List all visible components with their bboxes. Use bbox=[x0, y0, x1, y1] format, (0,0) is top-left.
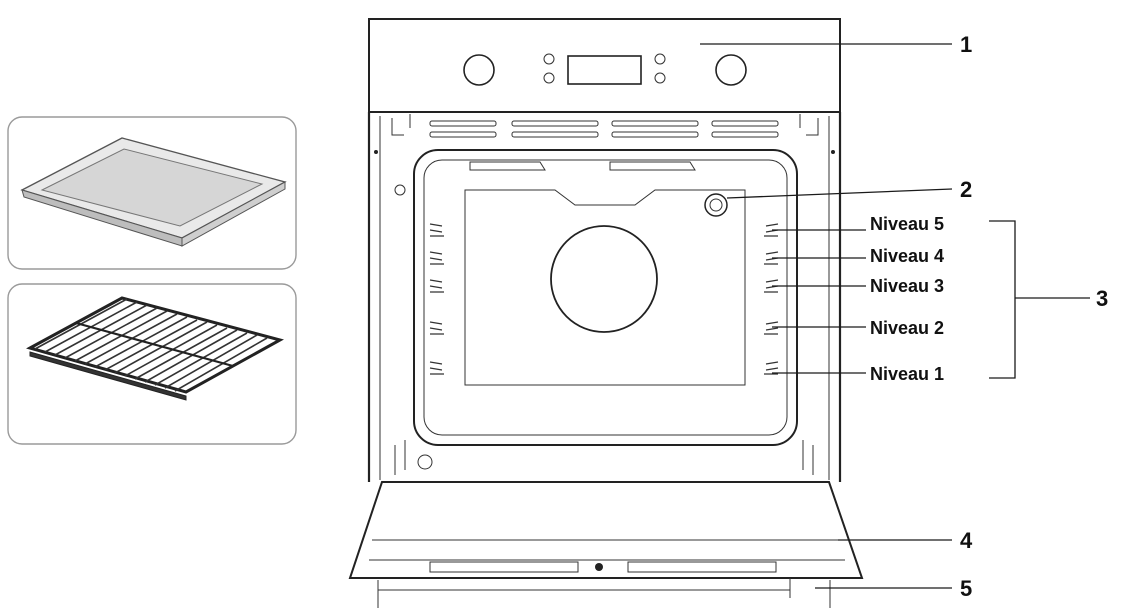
level-label: Niveau 5 bbox=[870, 214, 944, 234]
fan-cover bbox=[550, 225, 658, 333]
oven-cavity bbox=[413, 149, 798, 446]
callout-2: 2 bbox=[960, 177, 972, 202]
oven-lamp-icon bbox=[704, 193, 728, 217]
level-label: Niveau 2 bbox=[870, 318, 944, 338]
callout-4: 4 bbox=[960, 528, 973, 553]
vent-slots bbox=[429, 120, 779, 138]
button-icon bbox=[543, 72, 555, 84]
display bbox=[567, 55, 642, 85]
right-knob bbox=[715, 54, 747, 86]
callout-1: 1 bbox=[960, 32, 972, 57]
callout-lines bbox=[700, 43, 1090, 589]
callout-3: 3 bbox=[1096, 286, 1108, 311]
oven-frame bbox=[367, 112, 842, 482]
level-label: Niveau 1 bbox=[870, 364, 944, 384]
wire-rack-icon bbox=[26, 296, 284, 401]
control-panel bbox=[368, 18, 841, 113]
baking-tray-icon bbox=[20, 137, 287, 247]
button-icon bbox=[654, 53, 666, 65]
accessory-wire-rack-panel bbox=[7, 283, 297, 445]
shelf-runners-left bbox=[429, 223, 444, 375]
accessory-baking-tray-panel bbox=[7, 116, 297, 270]
callout-5: 5 bbox=[960, 576, 972, 601]
oven-door bbox=[348, 440, 864, 608]
level-label: Niveau 3 bbox=[870, 276, 944, 296]
level-label: Niveau 4 bbox=[870, 246, 944, 266]
button-icon bbox=[543, 53, 555, 65]
button-icon bbox=[654, 72, 666, 84]
left-knob bbox=[463, 54, 495, 86]
